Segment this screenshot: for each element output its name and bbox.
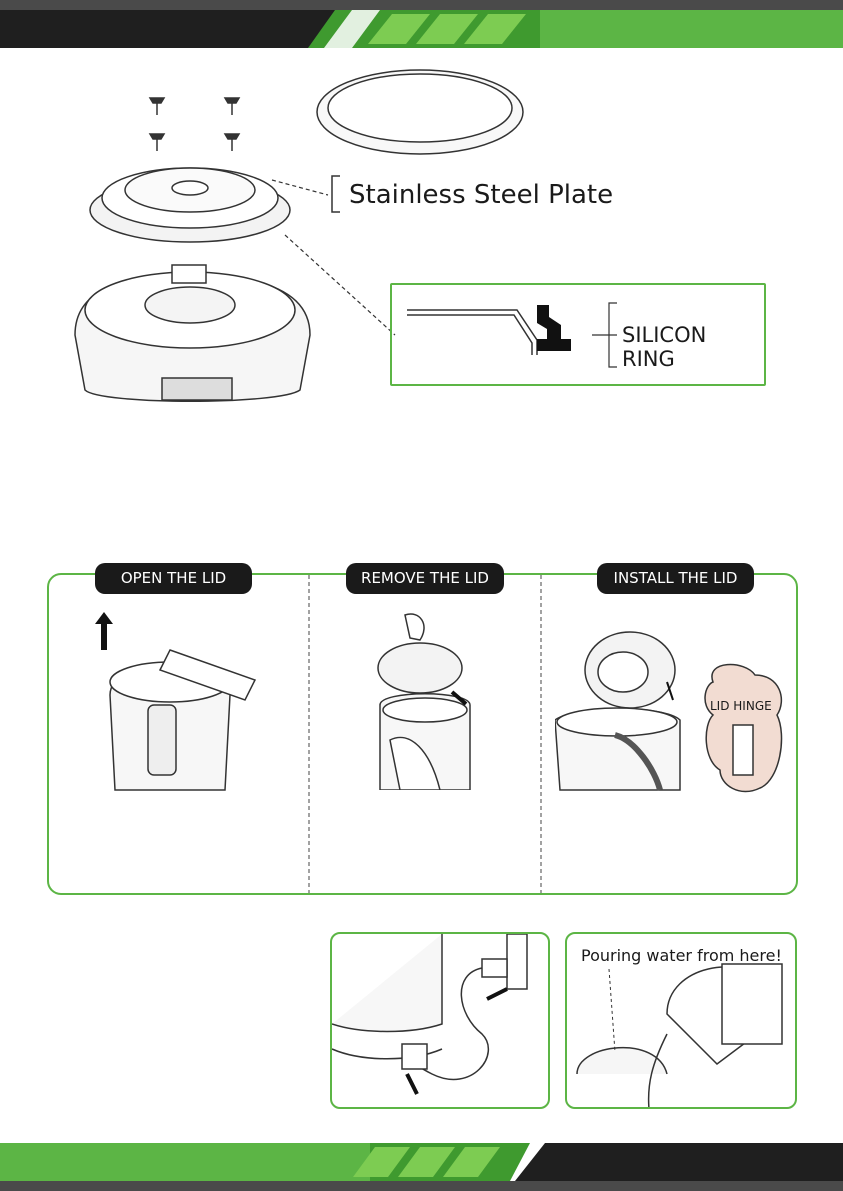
lid-hinge-callout: LID HINGE	[710, 699, 772, 713]
pouring-water-panel: Pouring water from here!	[565, 932, 797, 1109]
screw-icon	[225, 98, 239, 115]
header-band	[0, 0, 843, 48]
step-remove-lid-title: REMOVE THE LID	[346, 563, 504, 594]
open-lid-illustration	[90, 610, 270, 800]
silicon-ring-detail-box: SILICON RING	[390, 283, 766, 386]
power-cord-illustration	[332, 934, 548, 1107]
plate-label: Stainless Steel Plate	[349, 180, 613, 210]
screw-icon	[225, 134, 239, 151]
remove-lid-illustration	[360, 610, 490, 790]
step-open-lid-title: OPEN THE LID	[95, 563, 252, 594]
screw-icon	[150, 134, 164, 151]
footer-band	[0, 1143, 843, 1191]
silicon-ring-label: SILICON RING	[622, 323, 764, 371]
pouring-caption: Pouring water from here!	[581, 946, 782, 965]
step-install-lid-title: INSTALL THE LID	[597, 563, 754, 594]
power-cord-panel	[330, 932, 550, 1109]
screw-icon	[150, 98, 164, 115]
